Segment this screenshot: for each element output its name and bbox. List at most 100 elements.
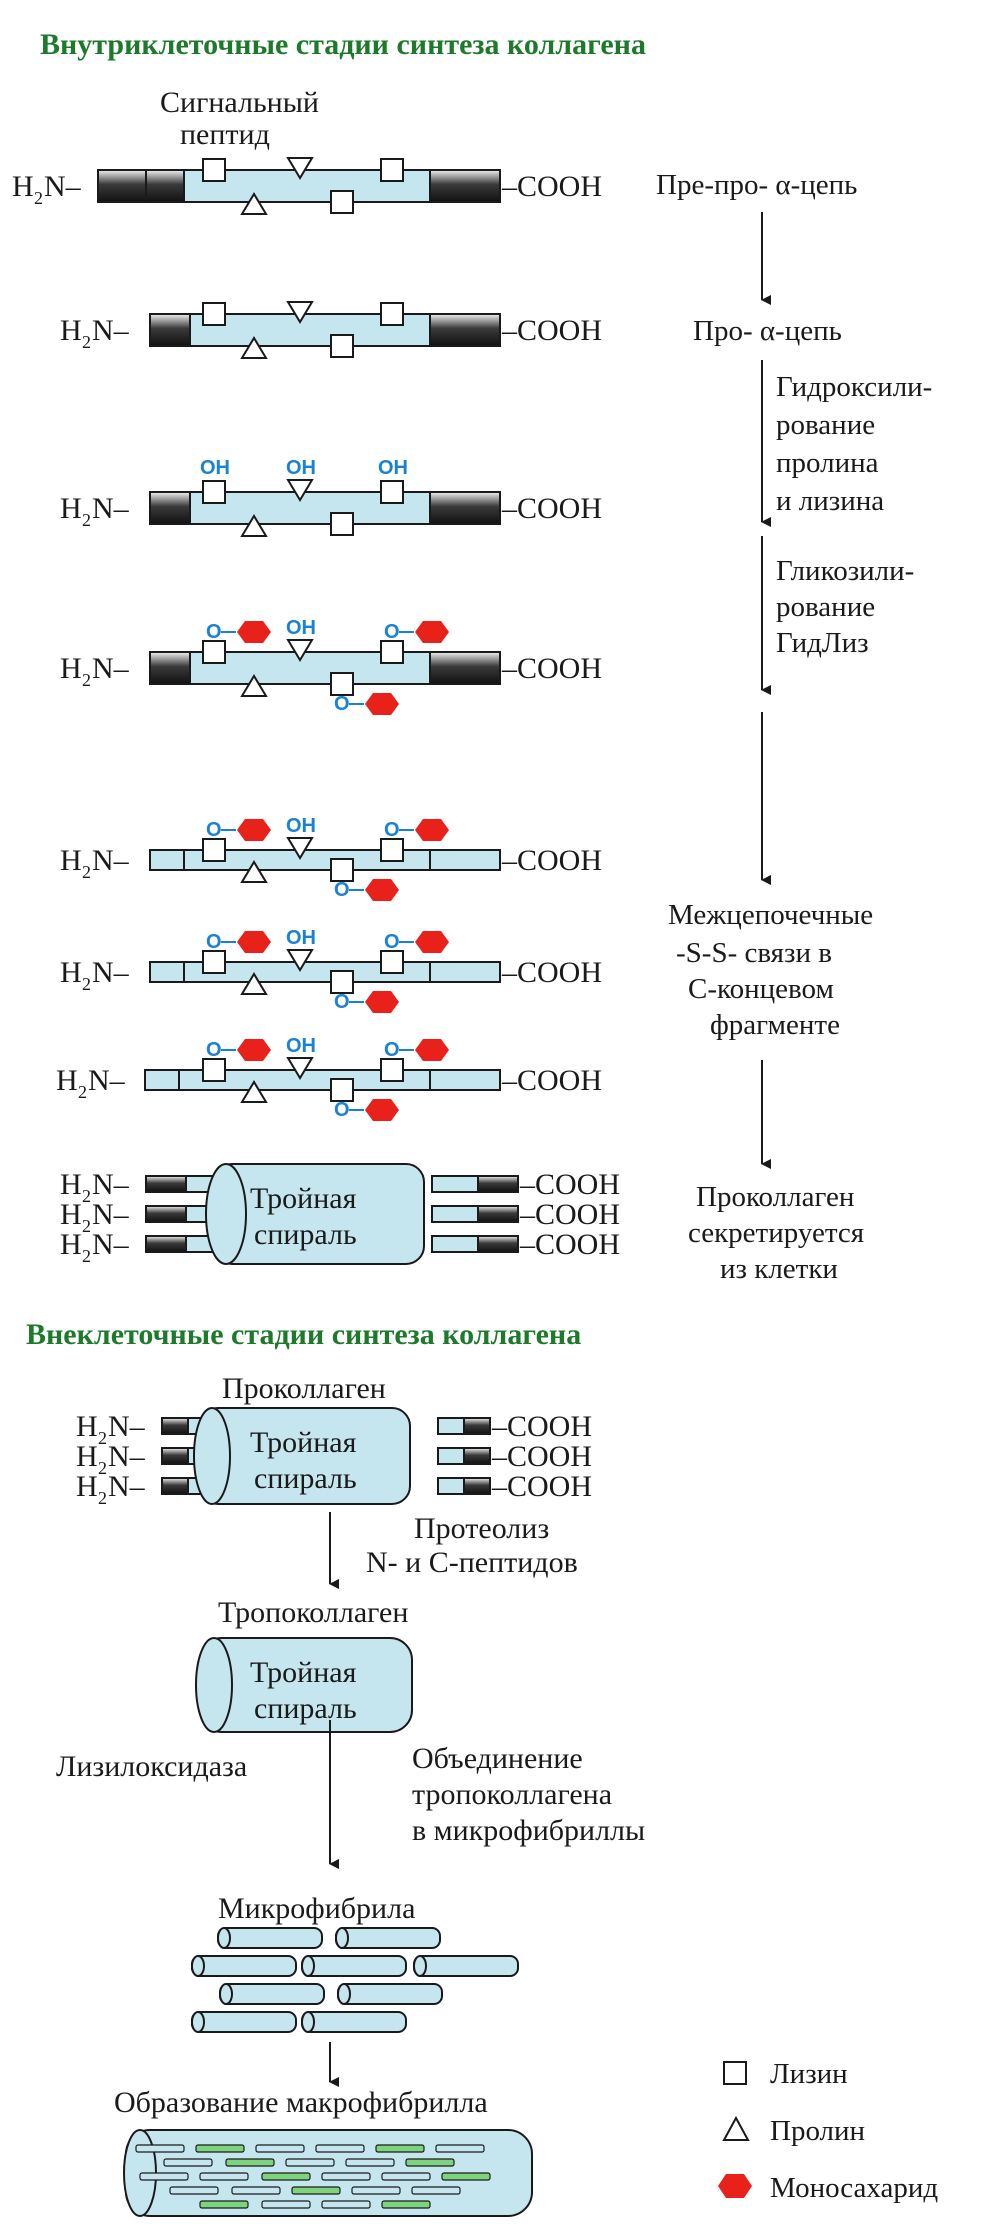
lysine-square bbox=[330, 334, 354, 358]
extracellular-title: Внеклеточные стадии синтеза коллагена bbox=[26, 1318, 581, 1351]
microfibril-rod-end bbox=[337, 1983, 351, 2005]
fibril-strand bbox=[321, 2200, 371, 2209]
lysine-square bbox=[202, 480, 226, 504]
monosaccharide-icon bbox=[365, 991, 399, 1013]
fibril-strand bbox=[321, 2172, 371, 2181]
proline-triangle bbox=[240, 674, 268, 697]
cooh-label: –COOH bbox=[501, 652, 602, 685]
lysine-square bbox=[380, 640, 404, 664]
legend-label-lysine: Лизин bbox=[770, 2058, 848, 2090]
h2n-n: N– bbox=[92, 844, 130, 877]
stage-label-disulfide-bonds: Межцепочечные -S-S- связи в С-концевом ф… bbox=[668, 899, 873, 1041]
c-stub-band bbox=[437, 1477, 465, 1495]
hydroxyl-label: OH bbox=[378, 457, 408, 479]
lysine-square bbox=[202, 302, 226, 326]
c-stub bbox=[477, 1175, 519, 1193]
c-stub bbox=[477, 1205, 519, 1223]
assembly-label-line3: в микрофибриллы bbox=[412, 1814, 645, 1847]
o-label: O bbox=[334, 879, 350, 901]
h2n-h: H bbox=[60, 844, 82, 877]
helix-label-line1: Тройная bbox=[250, 1426, 357, 1459]
macrofibril-drawing bbox=[123, 2129, 533, 2217]
h2n-subscript: 2 bbox=[98, 1458, 107, 1478]
monosaccharide-icon bbox=[237, 819, 271, 841]
microfibril-rod bbox=[301, 1955, 407, 1977]
lysine-square bbox=[380, 158, 404, 182]
n-stub bbox=[145, 1235, 187, 1253]
lysine-square bbox=[202, 838, 226, 862]
lysine-square bbox=[380, 950, 404, 974]
microfibril-rod bbox=[337, 1983, 443, 2005]
chain-band bbox=[144, 1069, 501, 1091]
microfibril-rod bbox=[335, 1927, 441, 1949]
microfibril-rod bbox=[191, 1955, 297, 1977]
o-label: O bbox=[384, 931, 400, 953]
lysine-square bbox=[330, 512, 354, 536]
fibril-strand bbox=[435, 2144, 485, 2153]
fibril-strand bbox=[231, 2186, 281, 2195]
chain-band bbox=[149, 961, 501, 983]
proline-triangle bbox=[240, 972, 268, 995]
n-stub bbox=[161, 1447, 189, 1465]
h2n-subscript: 2 bbox=[34, 188, 43, 208]
h2n-h: H bbox=[60, 1228, 82, 1261]
fibril-strand bbox=[381, 2200, 431, 2209]
svg-text:Пре-про- α-цепь: Пре-про- α-цепь bbox=[656, 169, 857, 201]
h2n-n: N– bbox=[92, 1168, 130, 1201]
svg-text:ГидЛиз: ГидЛиз bbox=[776, 627, 869, 659]
stage-label-procollagen-secreted: Проколлаген секретируется из клетки bbox=[688, 1181, 864, 1285]
proline-triangle bbox=[240, 192, 268, 215]
proline-triangle bbox=[240, 336, 268, 359]
c-stub-band bbox=[437, 1417, 465, 1435]
assembly-label-line1: Объединение bbox=[412, 1742, 583, 1775]
svg-text:из клетки: из клетки bbox=[720, 1253, 838, 1285]
tropocollagen-label: Тропоколлаген bbox=[218, 1596, 408, 1629]
c-propeptide bbox=[429, 169, 501, 203]
o-label: O bbox=[206, 621, 222, 643]
n-stub bbox=[161, 1417, 189, 1435]
fibril-strand bbox=[285, 2158, 335, 2167]
lysine-square bbox=[380, 480, 404, 504]
h2n-h: H bbox=[60, 1198, 82, 1231]
cooh-label: –COOH bbox=[501, 844, 602, 877]
assembly-label-line2: тропоколлагена bbox=[412, 1778, 612, 1811]
microfibril-rod-end bbox=[301, 1955, 315, 1977]
fibril-strand bbox=[169, 2186, 219, 2195]
monosaccharide-icon bbox=[237, 621, 271, 643]
lysine-square bbox=[330, 970, 354, 994]
proline-triangle bbox=[240, 860, 268, 883]
h2n-n: N– bbox=[92, 314, 130, 347]
fibril-strand bbox=[199, 2200, 249, 2209]
svg-text:Межцепочечные: Межцепочечные bbox=[668, 899, 873, 931]
h2n-n: N– bbox=[88, 1064, 126, 1097]
proline-triangle bbox=[286, 639, 314, 662]
microfibril-rod-end bbox=[301, 2011, 315, 2033]
svg-text:Гликозили-: Гликозили- bbox=[776, 555, 914, 587]
h2n-subscript: 2 bbox=[82, 332, 91, 352]
microfibril-rod bbox=[217, 1927, 323, 1949]
h2n-h: H bbox=[76, 1440, 98, 1473]
o-label: O bbox=[334, 693, 350, 715]
h2n-n: N– bbox=[92, 956, 130, 989]
tropo-label-line2: спираль bbox=[254, 1692, 357, 1725]
c-propeptide bbox=[429, 491, 501, 525]
microfibril-rod-end bbox=[413, 1955, 427, 1977]
svg-text:Гидроксили-: Гидроксили- bbox=[776, 371, 932, 403]
cooh-label: –COOH bbox=[491, 1440, 592, 1473]
fibril-strand bbox=[315, 2144, 365, 2153]
o-label: O bbox=[384, 621, 400, 643]
svg-text:рование: рование bbox=[776, 591, 875, 623]
fibril-strand bbox=[345, 2158, 395, 2167]
n-propeptide bbox=[149, 651, 191, 685]
fibril-strand bbox=[199, 2172, 249, 2181]
proline-triangle bbox=[240, 1080, 268, 1103]
